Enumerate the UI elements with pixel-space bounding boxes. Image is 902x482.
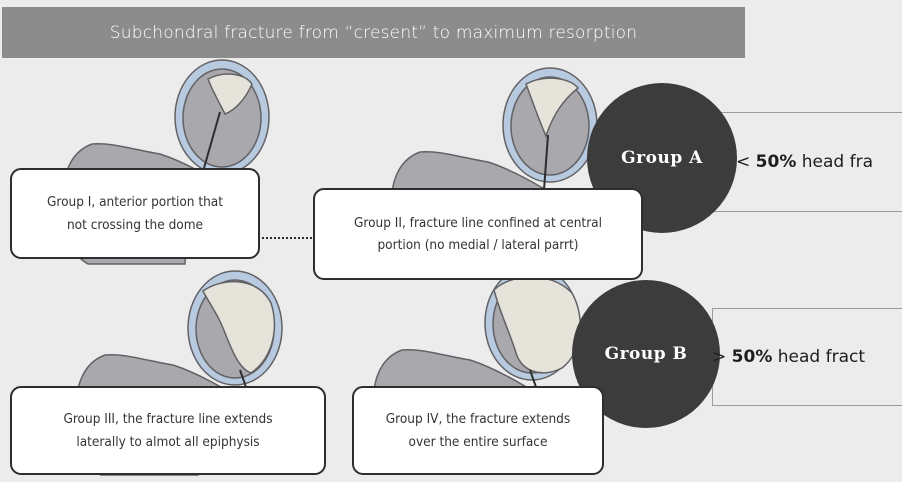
callout-group-iv-line1: Group IV, the fracture extends — [386, 408, 570, 430]
group-a-value: 50% — [756, 152, 797, 172]
callout-group-iv-line2: over the entire surface — [386, 431, 570, 453]
group-b-label: Group B — [605, 344, 688, 364]
group-a-text: < 50% head fra — [736, 152, 873, 172]
title-bar: Subchondral fracture from “cresent” to m… — [2, 7, 745, 58]
group-b-suffix: head fract — [772, 347, 865, 367]
callout-group-iii-line2: laterally to almot all epiphysis — [63, 431, 272, 453]
group-a-suffix: head fra — [796, 152, 873, 172]
callout-group-i: Group I, anterior portion that not cross… — [10, 168, 260, 259]
group-b-prefix: > — [712, 347, 732, 367]
group-a-label: Group A — [621, 148, 703, 168]
callout-group-iii: Group III, the fracture line extends lat… — [10, 386, 326, 475]
callout-group-ii: Group II, fracture line confined at cent… — [313, 188, 643, 280]
group-a-prefix: < — [736, 152, 756, 172]
group-b-text: > 50% head fract — [712, 347, 865, 367]
group-b-value: 50% — [732, 347, 773, 367]
callout-group-ii-line1: Group II, fracture line confined at cent… — [354, 212, 602, 234]
callout-group-iii-line1: Group III, the fracture line extends — [63, 408, 272, 430]
callout-group-iv: Group IV, the fracture extends over the … — [352, 386, 604, 475]
callout-group-i-line2: not crossing the dome — [47, 214, 223, 236]
callout-group-ii-line2: portion (no medial / lateral parrt) — [354, 234, 602, 256]
callout-group-i-line1: Group I, anterior portion that — [47, 191, 223, 213]
